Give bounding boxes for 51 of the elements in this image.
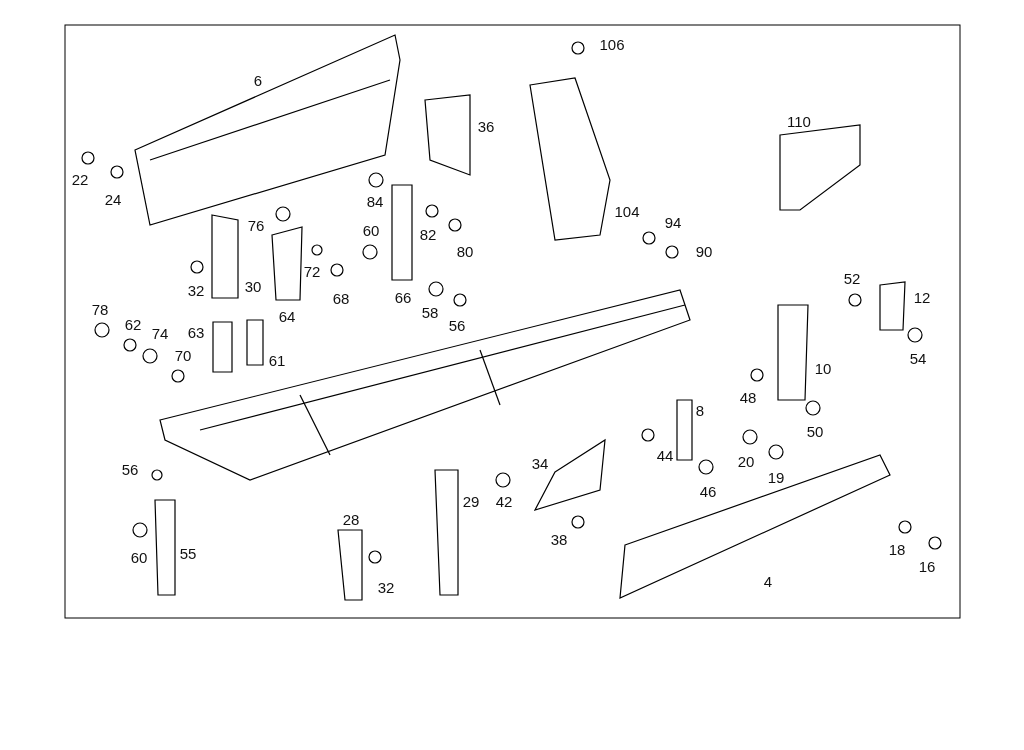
- callout-number: 106: [599, 36, 625, 52]
- callout-number: 62: [124, 316, 142, 332]
- callout-number: 68: [332, 290, 350, 306]
- callout-number: 4: [763, 573, 773, 589]
- callout-number: 58: [421, 304, 439, 320]
- callout-number: 18: [888, 541, 906, 557]
- callout-number: 64: [278, 308, 296, 324]
- callout-number: 54: [909, 350, 927, 366]
- callout-number: 30: [244, 278, 262, 294]
- callout-number: 32: [377, 579, 395, 595]
- callout-number: 56: [448, 317, 466, 333]
- callout-number: 32: [187, 282, 205, 298]
- callout-number: 38: [550, 531, 568, 547]
- callout-number: 28: [342, 511, 360, 527]
- callout-number: 78: [91, 301, 109, 317]
- callout-number: 82: [419, 226, 437, 242]
- callout-number: 90: [695, 243, 713, 259]
- callout-number: 72: [303, 263, 321, 279]
- callout-number: 22: [71, 171, 89, 187]
- callout-number: 20: [737, 453, 755, 469]
- callout-number: 12: [913, 289, 931, 305]
- callout-number: 61: [268, 352, 286, 368]
- callout-number: 34: [531, 455, 549, 471]
- callout-number: 50: [806, 423, 824, 439]
- callout-number: 42: [495, 493, 513, 509]
- callout-number: 48: [739, 389, 757, 405]
- callout-number: 46: [699, 483, 717, 499]
- callout-number: 110: [787, 113, 811, 129]
- callout-number: 29: [462, 493, 480, 509]
- callout-number: 70: [174, 347, 192, 363]
- callout-number: 44: [656, 447, 674, 463]
- callout-number: 24: [104, 191, 122, 207]
- callout-number: 60: [130, 549, 148, 565]
- callout-number: 104: [614, 203, 640, 219]
- callout-number: 80: [456, 243, 474, 259]
- callout-number: 8: [695, 402, 705, 418]
- callout-number: 52: [843, 270, 861, 286]
- callout-number: 63: [187, 324, 205, 340]
- callout-number: 66: [394, 289, 412, 305]
- callout-number: 84: [366, 193, 384, 209]
- callout-number: 16: [918, 558, 936, 574]
- callout-number: 56: [121, 461, 139, 477]
- callout-number: 10: [814, 360, 832, 376]
- callout-number: 76: [247, 217, 265, 233]
- callout-number: 94: [664, 214, 682, 230]
- callout-number: 74: [151, 325, 169, 341]
- callout-number: 19: [767, 469, 785, 485]
- callout-number: 36: [477, 118, 495, 134]
- callout-number: 60: [362, 222, 380, 238]
- callout-number: 6: [253, 72, 263, 88]
- callout-number: 55: [179, 545, 197, 561]
